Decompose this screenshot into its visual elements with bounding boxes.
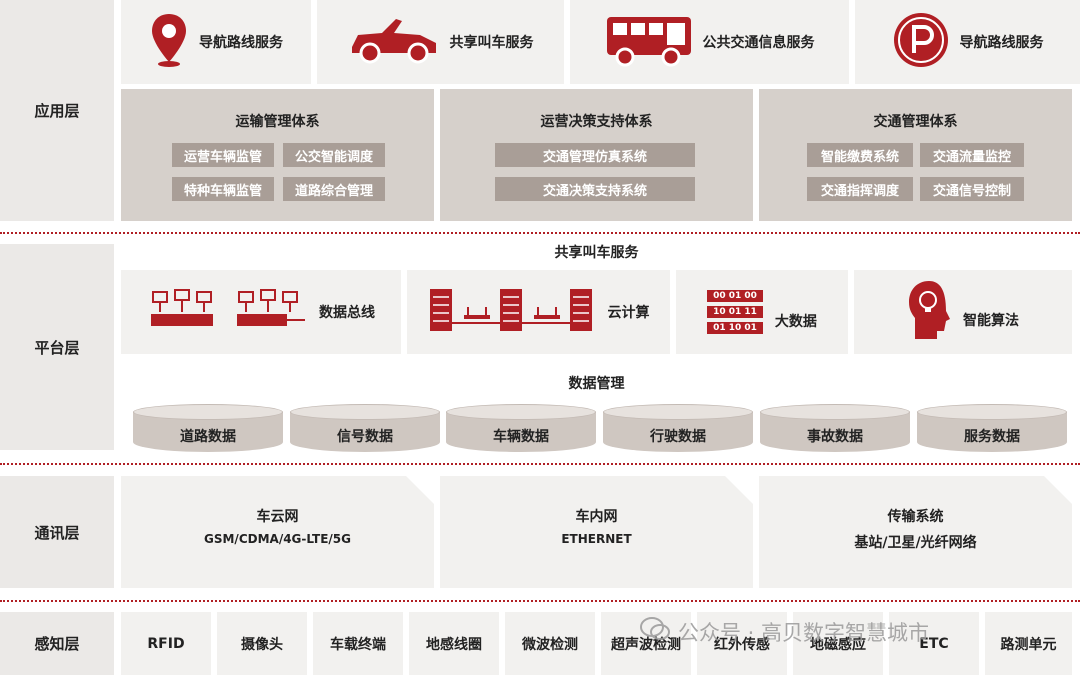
database-driving[interactable]: 行驶数据 bbox=[603, 404, 753, 452]
sensor-item[interactable]: 微波检测 bbox=[505, 612, 595, 675]
service-tile-navigation[interactable]: 导航路线服务 bbox=[121, 0, 311, 84]
parking-icon bbox=[892, 11, 950, 73]
database-service[interactable]: 服务数据 bbox=[917, 404, 1067, 452]
binary-row: 00 01 00 bbox=[707, 290, 763, 302]
map-pin-icon bbox=[149, 12, 189, 72]
database-label: 事故数据 bbox=[807, 429, 863, 445]
sensor-item[interactable]: 车载终端 bbox=[313, 612, 403, 675]
comm-title: 车云网 bbox=[256, 509, 299, 525]
database-vehicle[interactable]: 车辆数据 bbox=[446, 404, 596, 452]
system-title: 交通管理体系 bbox=[873, 114, 958, 130]
system-item[interactable]: 交通管理仿真系统 bbox=[495, 143, 695, 167]
watermark-text: 公众号 · 高贝数字智慧城市 bbox=[678, 620, 930, 645]
service-label: 导航路线服务 bbox=[959, 35, 1044, 51]
system-block-transport: 运输管理体系 运营车辆监管 公交智能调度 特种车辆监管 道路综合管理 bbox=[121, 89, 434, 221]
platform-label: 大数据 bbox=[774, 314, 817, 330]
comm-sub: GSM/CDMA/4G-LTE/5G bbox=[204, 532, 351, 546]
platform-tile-algorithm[interactable]: 智能算法 bbox=[854, 270, 1072, 354]
system-item[interactable]: 道路综合管理 bbox=[283, 177, 385, 201]
sensor-item[interactable]: 地感线圈 bbox=[409, 612, 499, 675]
system-item[interactable]: 交通信号控制 bbox=[920, 177, 1024, 201]
system-item[interactable]: 智能缴费系统 bbox=[807, 143, 913, 167]
comm-title: 车内网 bbox=[575, 509, 618, 525]
database-signal[interactable]: 信号数据 bbox=[290, 404, 440, 452]
layer-label-communication: 通讯层 bbox=[0, 476, 114, 588]
platform-label: 云计算 bbox=[607, 305, 650, 321]
binary-row: 10 01 11 bbox=[707, 306, 763, 318]
system-title: 运输管理体系 bbox=[235, 114, 320, 130]
platform-tile-data-bus[interactable]: 数据总线 bbox=[121, 270, 401, 354]
sensor-item[interactable]: ETC bbox=[889, 612, 979, 675]
system-item[interactable]: 运营车辆监管 bbox=[172, 143, 274, 167]
comm-block-in-vehicle[interactable]: 车内网 ETHERNET bbox=[440, 476, 753, 588]
layer-divider bbox=[0, 232, 1080, 234]
platform-tile-bigdata[interactable]: 00 01 00 10 01 11 01 10 01 大数据 bbox=[676, 270, 848, 354]
service-tile-parking[interactable]: 导航路线服务 bbox=[855, 0, 1080, 84]
system-title: 运营决策支持体系 bbox=[540, 114, 653, 130]
sensor-item[interactable]: 摄像头 bbox=[217, 612, 307, 675]
comm-block-transmission[interactable]: 传输系统 基站/卫星/光纤网络 bbox=[759, 476, 1072, 588]
car-icon bbox=[348, 15, 440, 69]
network-icon bbox=[147, 288, 307, 336]
layer-label-platform: 平台层 bbox=[0, 244, 114, 450]
wechat-icon bbox=[640, 616, 670, 647]
comm-title: 传输系统 bbox=[887, 509, 944, 525]
sensor-item[interactable]: 红外传感 bbox=[697, 612, 787, 675]
sensor-item[interactable]: 超声波检测 bbox=[601, 612, 691, 675]
platform-label: 数据总线 bbox=[319, 305, 375, 321]
database-accident[interactable]: 事故数据 bbox=[760, 404, 910, 452]
system-item[interactable]: 特种车辆监管 bbox=[172, 177, 274, 201]
sensor-item[interactable]: 路测单元 bbox=[985, 612, 1072, 675]
binary-data-icon: 00 01 00 10 01 11 01 10 01 bbox=[707, 290, 763, 334]
system-block-decision: 运营决策支持体系 交通管理仿真系统 交通决策支持系统 bbox=[440, 89, 753, 221]
service-label: 共享叫车服务 bbox=[449, 35, 534, 51]
service-label: 公共交通信息服务 bbox=[702, 35, 815, 51]
database-road[interactable]: 道路数据 bbox=[133, 404, 283, 452]
database-label: 行驶数据 bbox=[650, 429, 706, 445]
service-label: 导航路线服务 bbox=[199, 35, 283, 51]
sensor-item[interactable]: RFID bbox=[121, 612, 211, 675]
head-bulb-icon bbox=[907, 279, 951, 345]
database-label: 道路数据 bbox=[180, 429, 236, 445]
database-label: 服务数据 bbox=[964, 429, 1020, 445]
database-label: 车辆数据 bbox=[493, 429, 549, 445]
system-item[interactable]: 公交智能调度 bbox=[283, 143, 385, 167]
comm-block-vehicle-cloud[interactable]: 车云网 GSM/CDMA/4G-LTE/5G bbox=[121, 476, 434, 588]
comm-sub: ETHERNET bbox=[561, 532, 632, 546]
platform-header: 共享叫车服务 bbox=[554, 245, 639, 261]
system-block-traffic: 交通管理体系 智能缴费系统 交通流量监控 交通指挥调度 交通信号控制 bbox=[759, 89, 1072, 221]
comm-sub: 基站/卫星/光纤网络 bbox=[854, 535, 977, 551]
layer-label-perception: 感知层 bbox=[0, 612, 114, 675]
service-tile-public-transit[interactable]: 公共交通信息服务 bbox=[570, 0, 849, 84]
system-item[interactable]: 交通决策支持系统 bbox=[495, 177, 695, 201]
data-management-title: 数据管理 bbox=[568, 376, 625, 392]
bus-icon bbox=[605, 13, 693, 71]
binary-row: 01 10 01 bbox=[707, 322, 763, 334]
system-item[interactable]: 交通指挥调度 bbox=[807, 177, 913, 201]
platform-tile-cloud[interactable]: 云计算 bbox=[407, 270, 670, 354]
layer-divider bbox=[0, 463, 1080, 465]
watermark: 公众号 · 高贝数字智慧城市 bbox=[640, 616, 929, 647]
layer-divider bbox=[0, 600, 1080, 602]
layer-label-application: 应用层 bbox=[0, 0, 114, 221]
sensor-item[interactable]: 地磁感应 bbox=[793, 612, 883, 675]
server-icon bbox=[428, 287, 596, 337]
service-tile-ride-hailing[interactable]: 共享叫车服务 bbox=[317, 0, 564, 84]
database-label: 信号数据 bbox=[337, 429, 393, 445]
system-item[interactable]: 交通流量监控 bbox=[920, 143, 1024, 167]
platform-label: 智能算法 bbox=[963, 313, 1019, 329]
